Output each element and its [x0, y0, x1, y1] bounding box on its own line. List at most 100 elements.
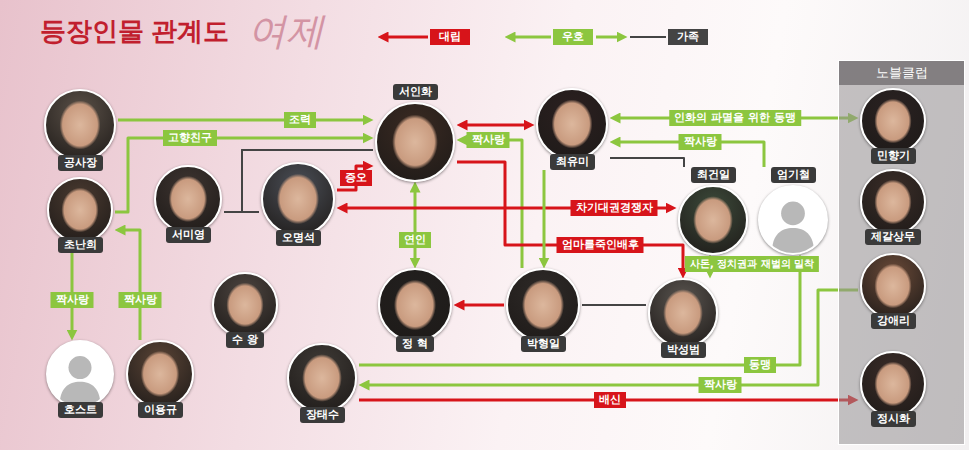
portrait-photo [860, 88, 926, 154]
relation-connector [414, 187, 417, 263]
character-node: 초난희 [45, 177, 115, 253]
placeholder-photo [758, 185, 828, 255]
character-node: 강애리 [858, 253, 928, 329]
legend-text: 대립 [439, 30, 461, 43]
name-label: 수 왕 [226, 332, 264, 348]
portrait-photo [648, 278, 718, 348]
name-label: 최건일 [691, 167, 736, 183]
name-label: 박성범 [661, 342, 706, 358]
group-title: 노블클럽 [839, 61, 964, 85]
legend-text: 우호 [562, 30, 584, 43]
name-label: 박형일 [521, 336, 566, 352]
relation-connector [610, 158, 684, 167]
portrait-photo [47, 177, 113, 243]
portrait-photo [212, 272, 278, 338]
portrait-photo [860, 169, 926, 235]
silhouette-icon [760, 187, 826, 253]
legend-swatch: 대립 [430, 29, 470, 45]
portrait-photo [860, 253, 926, 319]
character-node: 박성범 [646, 278, 720, 358]
portrait-photo [375, 102, 455, 182]
portrait-photo [44, 89, 116, 161]
character-node: 장태수 [285, 343, 359, 423]
relation-label: 엄마를죽인배후 [557, 237, 644, 253]
group-panel: 노블클럽민향기제갈상무강애리정시화 [838, 60, 965, 445]
silhouette-head [781, 202, 805, 226]
relation-label: 짝사랑 [119, 292, 162, 308]
portrait-photo [261, 162, 335, 236]
portrait-photo [378, 268, 452, 342]
relation-label: 인화의 파멸을 위한 동맹 [669, 110, 801, 126]
portrait-photo [287, 343, 357, 413]
relation-label: 짝사랑 [467, 132, 510, 148]
portrait-photo [860, 351, 926, 417]
legend-line [630, 36, 666, 38]
legend-text: 가족 [677, 30, 699, 43]
relation-label: 조력 [284, 112, 316, 128]
relation-connector [459, 304, 504, 307]
character-node: 서미영 [152, 165, 224, 243]
character-node: 수 왕 [210, 272, 280, 348]
relation-connector [120, 230, 140, 340]
name-label: 제갈상무 [865, 229, 921, 245]
silhouette-head [68, 356, 91, 379]
legend-line [510, 36, 551, 39]
character-node: 정시화 [858, 351, 928, 427]
relation-connector [359, 260, 800, 365]
character-node: 제갈상무 [858, 169, 928, 245]
character-node: 호스트 [44, 340, 116, 418]
name-label: 호스트 [58, 402, 103, 418]
character-node: 정 혁 [376, 268, 454, 352]
silhouette-body [772, 228, 814, 253]
name-label: 오명석 [276, 230, 321, 246]
name-label: 서인화 [393, 84, 438, 100]
name-label: 정시화 [871, 411, 916, 427]
legend-swatch: 우호 [553, 29, 593, 45]
legend-swatch: 가족 [668, 29, 708, 45]
legend-line [596, 36, 622, 39]
character-node: 이용규 [124, 340, 196, 418]
watermark-text: 여제 [248, 6, 324, 57]
relation-label: 짝사랑 [51, 292, 94, 308]
relation-label: 사돈, 정치권과 재벌의 밀착 [685, 256, 819, 272]
character-node: 엄기철 [756, 167, 830, 255]
relation-connector [543, 170, 546, 263]
portrait-photo [678, 185, 748, 255]
relation-label: 연인 [399, 232, 431, 248]
portrait-photo [154, 165, 222, 233]
relation-label: 배신 [594, 392, 626, 408]
legend-line [383, 36, 428, 39]
character-node: 최건일 [676, 167, 750, 255]
relation-connector [462, 140, 522, 268]
relation-label: 짝사랑 [699, 377, 742, 393]
relation-label: 증오 [340, 170, 372, 186]
portrait-photo [506, 268, 580, 342]
relation-label: 고향친구 [163, 130, 217, 146]
character-node: 최유미 [534, 88, 610, 170]
diagram-title: 등장인물 관계도 [40, 14, 229, 49]
silhouette-icon [48, 342, 112, 406]
character-node: 서인화 [373, 84, 457, 182]
relation-label: 차기대권경쟁자 [571, 200, 658, 216]
portrait-photo [536, 88, 608, 160]
relation-label: 짝사랑 [679, 134, 722, 150]
character-node: 공사장 [42, 89, 118, 171]
name-label: 초난희 [58, 237, 103, 253]
relation-connector [462, 124, 529, 127]
placeholder-photo [46, 340, 114, 408]
relation-connector [582, 304, 646, 306]
relation-label: 동맹 [744, 357, 776, 373]
name-label: 민향기 [871, 148, 916, 164]
portrait-photo [126, 340, 194, 408]
character-node: 박형일 [504, 268, 582, 352]
character-node: 민향기 [858, 88, 928, 164]
relation-connector [118, 119, 368, 122]
name-label: 공사장 [58, 155, 103, 171]
name-label: 엄기철 [771, 167, 816, 183]
name-label: 서미영 [166, 227, 211, 243]
name-label: 정 혁 [396, 336, 434, 352]
relation-connector [457, 162, 683, 273]
name-label: 장태수 [300, 407, 345, 423]
name-label: 이용규 [138, 402, 183, 418]
